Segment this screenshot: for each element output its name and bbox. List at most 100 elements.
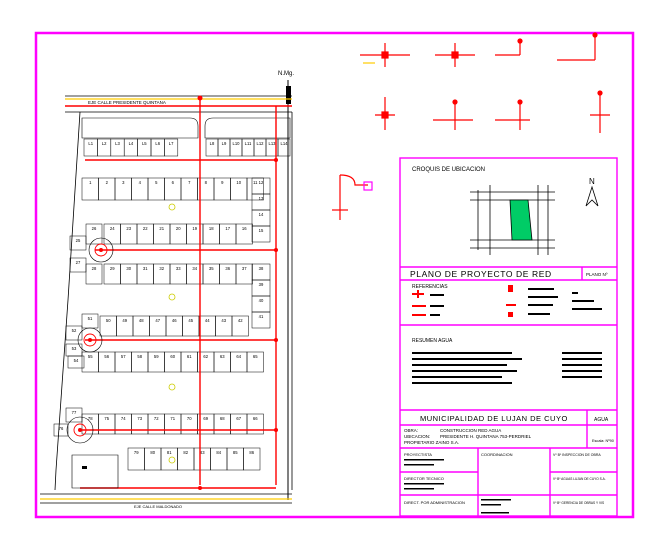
site-plan: N.Mg. EJE CALLE PRESIDENTE QUINTANA EJE … xyxy=(40,71,294,509)
street-bottom-label: EJE CALLE MALDONADO xyxy=(134,504,182,509)
lot-label: 60 xyxy=(170,354,175,359)
lot-label: 13 xyxy=(259,196,264,201)
lot-label: 59 xyxy=(154,354,159,359)
sheet-frame xyxy=(34,31,635,519)
lot-label: 40 xyxy=(259,298,264,303)
lot-label: 67 xyxy=(236,416,241,421)
lot-label: 21 xyxy=(159,226,164,231)
lot-label: 77 xyxy=(72,410,77,415)
lot-label: 63 xyxy=(220,354,225,359)
lot-outline xyxy=(85,263,103,285)
lot-label: 73 xyxy=(137,416,142,421)
lot-label: 37 xyxy=(242,266,247,271)
lot-outline xyxy=(164,138,179,157)
lot-label: 81 xyxy=(167,450,172,455)
lot-label: 5 xyxy=(155,180,158,185)
lot-outline xyxy=(243,447,261,471)
lot-label: 84 xyxy=(216,450,221,455)
lot-label: 36 xyxy=(225,266,230,271)
lot-label: 69 xyxy=(203,416,208,421)
lot-label: 34 xyxy=(192,266,197,271)
lot-label: L9 xyxy=(222,141,227,146)
lot-label: 50 xyxy=(106,318,111,323)
lot-label: 85 xyxy=(233,450,238,455)
lot-label: 4 xyxy=(139,180,142,185)
lot-outline xyxy=(69,257,87,273)
lot-label: 58 xyxy=(137,354,142,359)
plano-no-label: PLANO Nº xyxy=(586,272,608,277)
lot-label: L10 xyxy=(233,141,241,146)
water-mains xyxy=(80,100,277,489)
lot-label: 8 xyxy=(205,180,208,185)
lot-label: L1 xyxy=(88,141,93,146)
lot-outline xyxy=(231,315,249,337)
lot-label: 52 xyxy=(72,328,77,333)
lot-label: 48 xyxy=(139,318,144,323)
lot-label: 66 xyxy=(253,416,258,421)
legend-symbols xyxy=(412,285,602,317)
lot-label: 32 xyxy=(159,266,164,271)
lot-label: 39 xyxy=(259,282,264,287)
lot-label: 51 xyxy=(88,316,93,321)
coordinacion-label: COORDINACION xyxy=(481,452,513,457)
title-block xyxy=(399,157,618,517)
lot-label: L12 xyxy=(257,141,265,146)
ubicacion-label: UBICACION: xyxy=(404,434,430,439)
lot-label: L8 xyxy=(210,141,215,146)
lot-label: 61 xyxy=(187,354,192,359)
lot-outline xyxy=(251,225,271,243)
lot-label: 17 xyxy=(225,226,230,231)
lot-label: 47 xyxy=(155,318,160,323)
lot-outline xyxy=(235,223,253,245)
lot-label: 80 xyxy=(150,450,155,455)
inspeccion-label: Vº Bº INSPECCION DE OBRA xyxy=(553,453,601,457)
lot-outline xyxy=(235,263,253,285)
lot-label: 38 xyxy=(259,266,264,271)
lot-label: 16 xyxy=(242,226,247,231)
director-label: DIRECTOR TECNICO xyxy=(404,476,444,481)
lot-label: 26 xyxy=(92,226,97,231)
croquis-title: CROQUIS DE UBICACION xyxy=(412,167,485,173)
lot-label: 86 xyxy=(249,450,254,455)
cul-de-sacs xyxy=(66,237,114,444)
lot-label: 6 xyxy=(172,180,175,185)
lot-label: L6 xyxy=(155,141,160,146)
lot-label: 33 xyxy=(176,266,181,271)
lot-label: 9 xyxy=(221,180,224,185)
lot-outline xyxy=(53,423,69,437)
lot-label: 1 xyxy=(89,180,92,185)
obra-label: OBRA: xyxy=(404,428,418,433)
lot-label: 54 xyxy=(74,358,79,363)
lot-label: 78 xyxy=(88,416,93,421)
municipalidad-title: MUNICIPALIDAD DE LUJAN DE CUYO xyxy=(420,414,568,423)
escala-label: Escala: Nº90 xyxy=(592,439,614,443)
proyectista-label: PROYECTISTA xyxy=(404,452,432,457)
lot-outline xyxy=(65,325,83,341)
lot-outline xyxy=(246,351,264,373)
lot-label: 12 xyxy=(259,180,264,185)
lot-label: 53 xyxy=(72,346,77,351)
lot-label: L3 xyxy=(115,141,120,146)
lot-label: 2 xyxy=(106,180,109,185)
connection-details xyxy=(332,32,610,220)
lot-outline xyxy=(251,311,271,329)
lot-label: 18 xyxy=(209,226,214,231)
lot-label: 27 xyxy=(76,260,81,265)
lot-label: 28 xyxy=(92,266,97,271)
referencias-title: REFERENCIAS xyxy=(412,284,448,290)
lot-outline xyxy=(69,235,87,251)
lot-outline xyxy=(85,223,103,245)
lot-label: 75 xyxy=(104,416,109,421)
lot-label: 74 xyxy=(121,416,126,421)
lot-label: 65 xyxy=(253,354,258,359)
lot-label: 49 xyxy=(122,318,127,323)
lot-label: 62 xyxy=(203,354,208,359)
lot-label: 24 xyxy=(110,226,115,231)
street-top-label: EJE CALLE PRESIDENTE QUINTANA xyxy=(88,100,166,105)
lot-label: 19 xyxy=(192,226,197,231)
